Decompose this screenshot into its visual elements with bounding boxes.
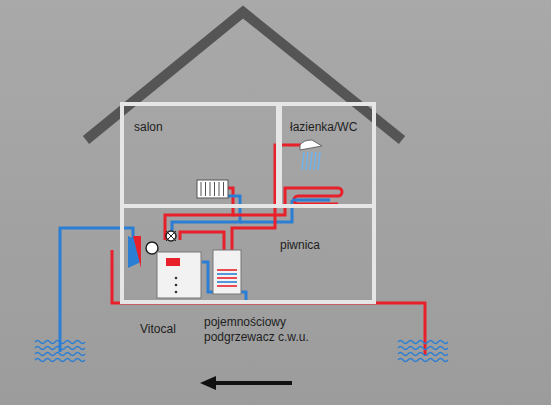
tank-return-pipe: [202, 262, 214, 292]
radiator-fin: [205, 182, 206, 196]
wave-line: [35, 353, 85, 356]
room-name: łazienka/WC: [290, 120, 357, 135]
wave-line: [398, 359, 448, 362]
radiator-fins: [201, 182, 224, 196]
tank-label: pojemnościowy podgrzewacz c.w.u.: [204, 315, 334, 345]
water-stream: [314, 152, 316, 170]
tank-supply-pipe: [180, 232, 224, 252]
radiator-fin: [201, 182, 202, 196]
water-stream: [302, 152, 304, 170]
wave-line: [398, 341, 448, 344]
valve: [166, 231, 176, 241]
wave-line: [35, 347, 85, 350]
radiator: [197, 180, 228, 198]
unit-display: [166, 258, 180, 266]
wave-line: [35, 359, 85, 362]
water-stream: [306, 152, 308, 170]
heat-exchanger: [128, 236, 141, 268]
tank-coil-turn: [217, 269, 237, 271]
heat-exchanger: [133, 236, 141, 268]
radiator-fin: [210, 182, 211, 196]
floor-heating-coil: [292, 188, 342, 204]
water-stream: [310, 152, 312, 170]
roof: [86, 12, 402, 140]
radiator-fin: [219, 182, 220, 196]
flow-arrow-head: [200, 376, 216, 390]
wave-line: [398, 353, 448, 356]
hot-water-pipe: [232, 145, 306, 252]
flow-arrow: [214, 381, 292, 385]
room-bathroom: łazienka/WC: [278, 102, 376, 208]
floor-supply-pipe: [233, 188, 292, 215]
room-name: salon: [134, 120, 163, 135]
valve: [166, 231, 176, 241]
tank-coil-turn: [217, 277, 237, 279]
room-name: piwnica: [280, 238, 320, 253]
unit-dot: [175, 291, 178, 294]
circulation-pump: [146, 242, 158, 254]
unit-dot: [175, 277, 178, 280]
vitocal-unit: [157, 252, 201, 298]
tank-coil-turn: [217, 273, 237, 275]
radiator-fin: [223, 182, 224, 196]
floor-heating-coil: [292, 199, 330, 202]
product-name: Vitocal: [140, 322, 200, 337]
tank-coil-turn: [217, 285, 237, 287]
room-basement: piwnica: [120, 204, 376, 304]
dhw-tank: [213, 250, 241, 294]
wave-line: [35, 341, 85, 344]
shower-water: [302, 152, 320, 170]
tank-coil-turn: [217, 281, 237, 283]
water-stream: [318, 152, 320, 170]
shower-head: [300, 140, 322, 150]
radiator-fin: [214, 182, 215, 196]
wave-line: [398, 347, 448, 350]
unit-dot: [175, 284, 178, 287]
tank-coil: [217, 270, 237, 286]
room-salon: salon: [120, 102, 280, 208]
